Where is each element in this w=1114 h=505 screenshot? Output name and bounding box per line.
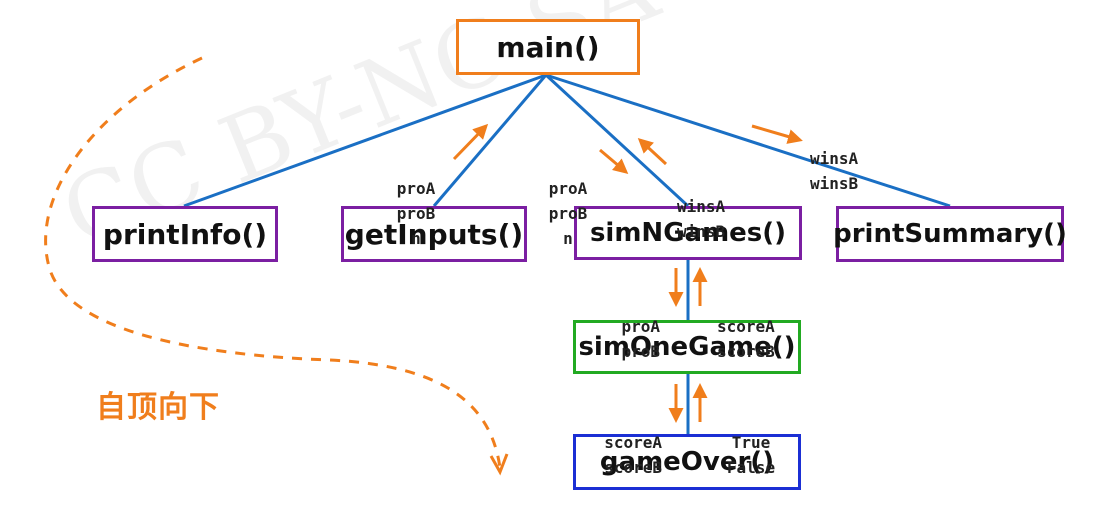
link-main-simNGames <box>544 73 690 208</box>
link-main-getInputs <box>432 74 548 207</box>
link-main-printSummary <box>545 73 951 208</box>
top-down-dashed-curve <box>44 56 502 469</box>
node-printSummary: printSummary() <box>833 206 1067 262</box>
top-down-caption: 自顶向下 <box>96 390 220 425</box>
node-printInfo: printInfo() <box>92 206 278 262</box>
diagram-connectors <box>44 56 951 476</box>
arrow-getInputs-up <box>452 123 489 161</box>
arrow-simNGames-down <box>599 148 629 174</box>
node-gameOver: gameOver() <box>573 434 801 490</box>
node-simNGames: simNGames() <box>574 206 802 260</box>
arrow-simNGames-up <box>637 137 668 166</box>
arrow-printSummary-down <box>751 124 803 144</box>
node-getInputs: getInputs() <box>341 206 527 262</box>
node-simOneGame: simOneGame() <box>573 320 801 374</box>
link-main-printInfo <box>183 73 547 208</box>
top-down-curve-arrowhead <box>489 453 509 476</box>
node-main: main() <box>456 19 640 75</box>
